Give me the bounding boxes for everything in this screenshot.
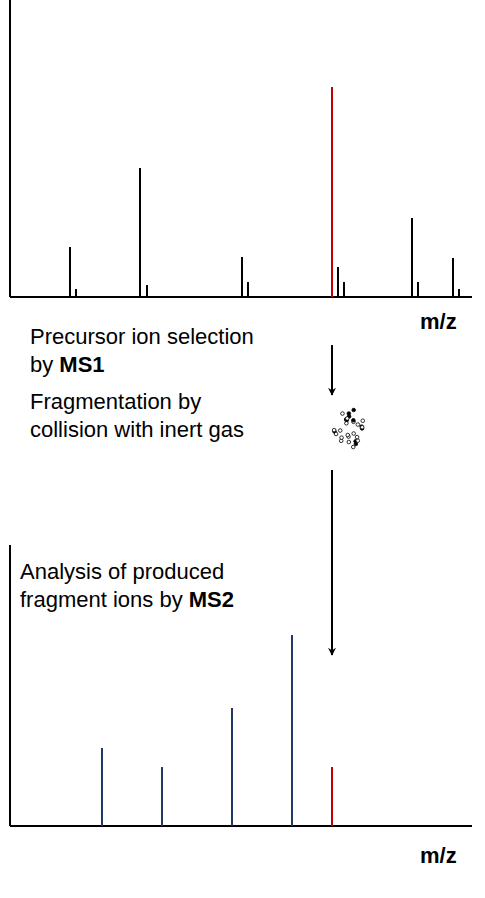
fragment-peaks	[102, 635, 292, 826]
precursor-peak	[331, 87, 333, 297]
axis-label: m/z	[420, 308, 457, 336]
flow-arrow	[331, 345, 333, 395]
gas-cluster	[332, 408, 364, 449]
step-label: Analysis of produced fragment ions by MS…	[20, 558, 270, 614]
ms1-axes	[10, 0, 472, 297]
step-label: Fragmentation by collision with inert ga…	[30, 388, 270, 444]
step-label: Precursor ion selection by MS1	[30, 323, 270, 379]
ms1-peaks	[70, 168, 459, 297]
ms2-axes	[10, 545, 472, 826]
flow-arrow	[331, 470, 333, 655]
axis-label: m/z	[420, 842, 457, 870]
precursor-peak	[331, 767, 333, 826]
